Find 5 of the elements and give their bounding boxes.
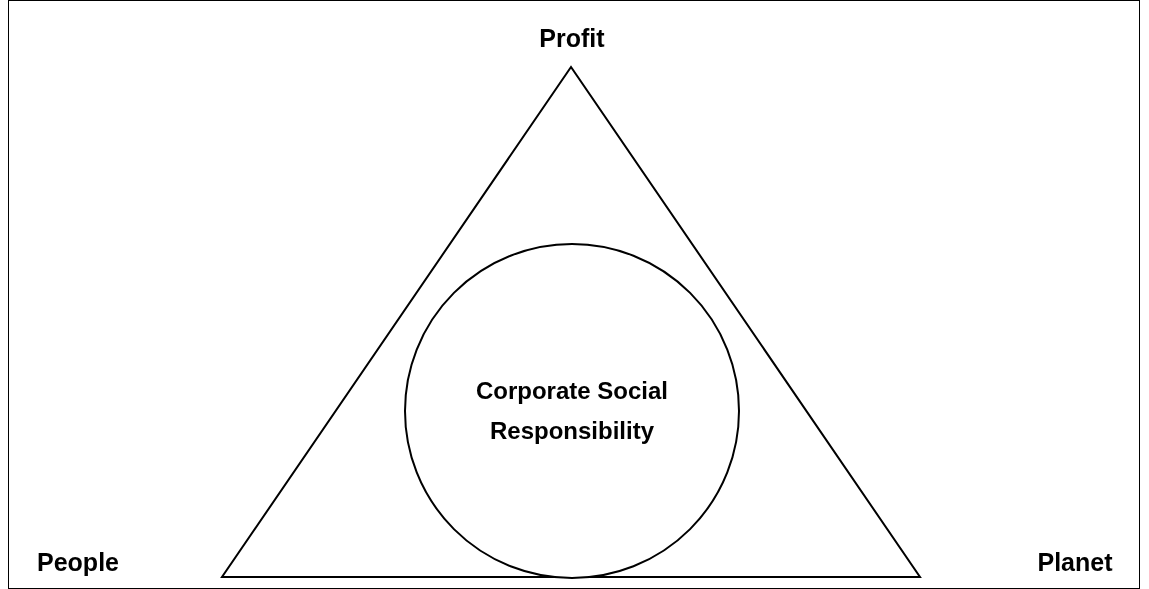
circle-label: Corporate Social Responsibility: [474, 376, 669, 446]
vertex-label: People: [37, 547, 119, 577]
triangle-shape: [222, 67, 920, 577]
vertex-label: Profit: [539, 23, 605, 53]
vertex-label: Planet: [1037, 547, 1113, 577]
